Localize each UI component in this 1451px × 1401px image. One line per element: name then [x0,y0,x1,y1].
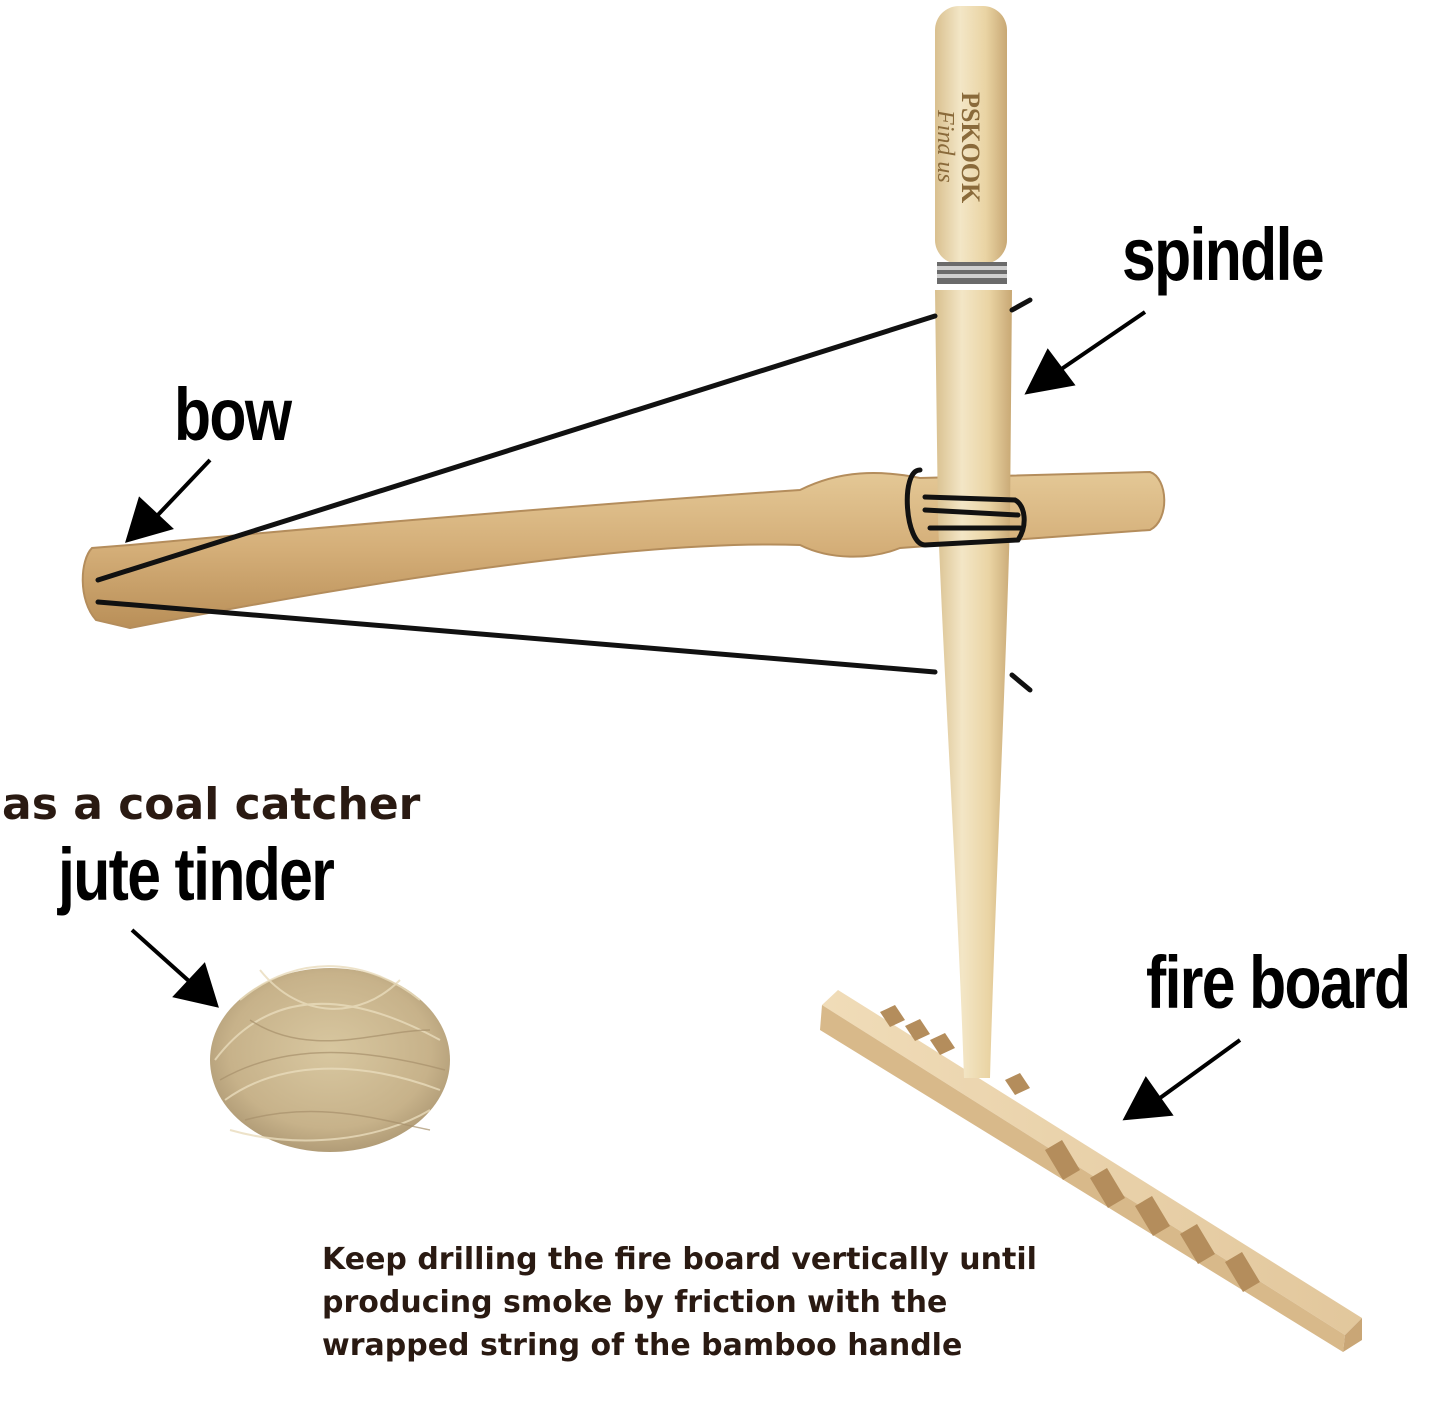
caption-line-2: producing smoke by friction with the [322,1285,948,1320]
spindle-label: spindle [1122,213,1325,296]
caption-line-3: wrapped string of the bamboo handle [322,1328,963,1363]
bow-label: bow [174,373,292,456]
tinder-arrow [130,928,219,1008]
instruction-caption: Keep drilling the fire board vertically … [322,1238,1142,1367]
brand-slogan: Find us [932,109,958,183]
bamboo-bow [81,470,1166,630]
jute-tinder-label: jute tinder [58,833,335,916]
brand-name: PSKOOK [956,92,985,204]
caption-line-1: Keep drilling the fire board vertically … [322,1242,1037,1277]
bow-arrow [125,458,212,543]
jute-tinder [210,965,450,1152]
fire-board [820,990,1362,1352]
pointer-arrows [125,310,1242,1121]
fire-board-arrow [1122,1038,1242,1121]
spindle-arrow [1024,310,1147,395]
spindle: PSKOOK Find us [932,6,1012,1078]
coal-catcher-label: as a coal catcher [2,779,421,830]
bow-string [95,297,1033,693]
fire-board-label: fire board [1146,941,1411,1024]
